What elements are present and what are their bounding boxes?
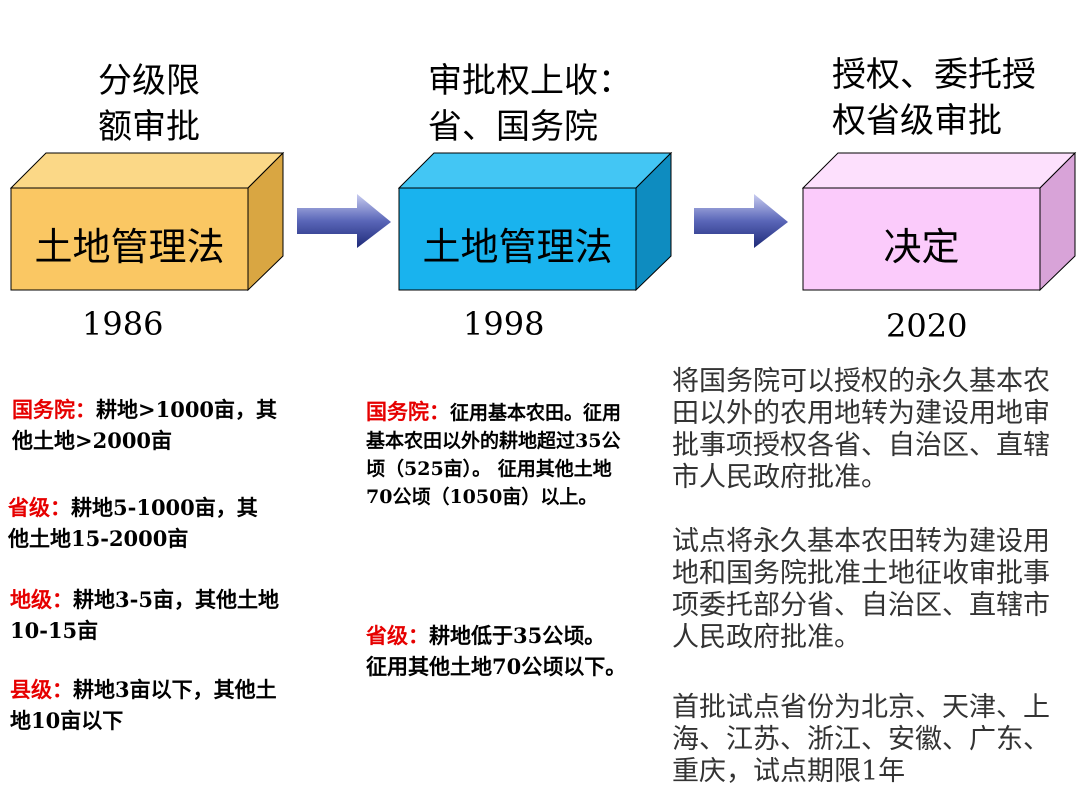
note-1998-province: 省级：耕地低于35公顷。 征用其他土地70公顷以下。 [366,620,628,682]
note-text: 耕地>1000亩，其他土地>2000亩 [12,397,278,453]
decision-2020-box [802,152,1077,292]
note-text: 耕地低于35公顷。 征用其他土地70公顷以下。 [366,623,627,679]
year-2020: 2020 [886,307,968,345]
box-top-face [398,152,673,189]
note-text: 耕地5-1000亩，其他土地15-2000亩 [8,495,258,551]
note-label: 县级： [10,677,73,702]
note-text: 耕地3-5亩，其他土地10-15亩 [10,587,279,643]
note-2020-authorization: 将国务院可以授权的永久基本农田以外的农用地转为建设用地审批事项授权各省、自治区、… [672,366,1050,493]
note-1986-prefecture: 地级：耕地3-5亩，其他土地10-15亩 [10,584,280,646]
year-1986: 1986 [82,305,164,343]
law-1986-label: 土地管理法 [34,225,225,269]
note-label: 国务院： [366,399,450,424]
box-top-face [802,152,1077,189]
note-1986-province: 省级：耕地5-1000亩，其他土地15-2000亩 [8,492,278,554]
decision-2020-label: 决定 [883,225,960,269]
law-1986-box [10,152,285,292]
note-text: 耕地3亩以下，其他土地10亩以下 [10,677,277,733]
note-label: 省级： [8,495,71,520]
note-1998-state-council: 国务院：征用基本农田。征用基本农田以外的耕地超过35公顷（525亩）。 征用其他… [366,398,624,511]
box-front-face [398,187,637,291]
stage-2020-heading: 授权、委托授 权省级审批 [832,55,1036,141]
note-1986-state-council: 国务院：耕地>1000亩，其他土地>2000亩 [12,394,282,456]
stage-1986-heading: 分级限 额审批 [98,61,200,147]
box-top-face [10,152,285,189]
note-label: 省级： [366,623,429,648]
note-label: 国务院： [12,397,96,422]
note-1986-county: 县级：耕地3亩以下，其他土地10亩以下 [10,674,280,736]
note-label: 地级： [10,587,73,612]
right-arrow-icon [694,194,788,248]
box-front-face [10,187,249,291]
box-front-face [802,187,1041,291]
stage-1998-heading: 审批权上收： 省、国务院 [428,61,632,147]
note-2020-pilot: 试点将永久基本农田转为建设用地和国务院批准土地征收审批事项委托部分省、自治区、直… [672,526,1050,653]
law-1998-label: 土地管理法 [422,225,613,269]
right-arrow-icon [297,194,391,248]
year-1998: 1998 [463,305,545,343]
note-2020-pilot-provinces: 首批试点省份为北京、天津、上海、江苏、浙江、安徽、广东、重庆，试点期限1年 [672,692,1050,787]
law-1998-box [398,152,673,292]
note-text: 征用基本农田。征用基本农田以外的耕地超过35公顷（525亩）。 征用其他土地70… [366,402,622,508]
